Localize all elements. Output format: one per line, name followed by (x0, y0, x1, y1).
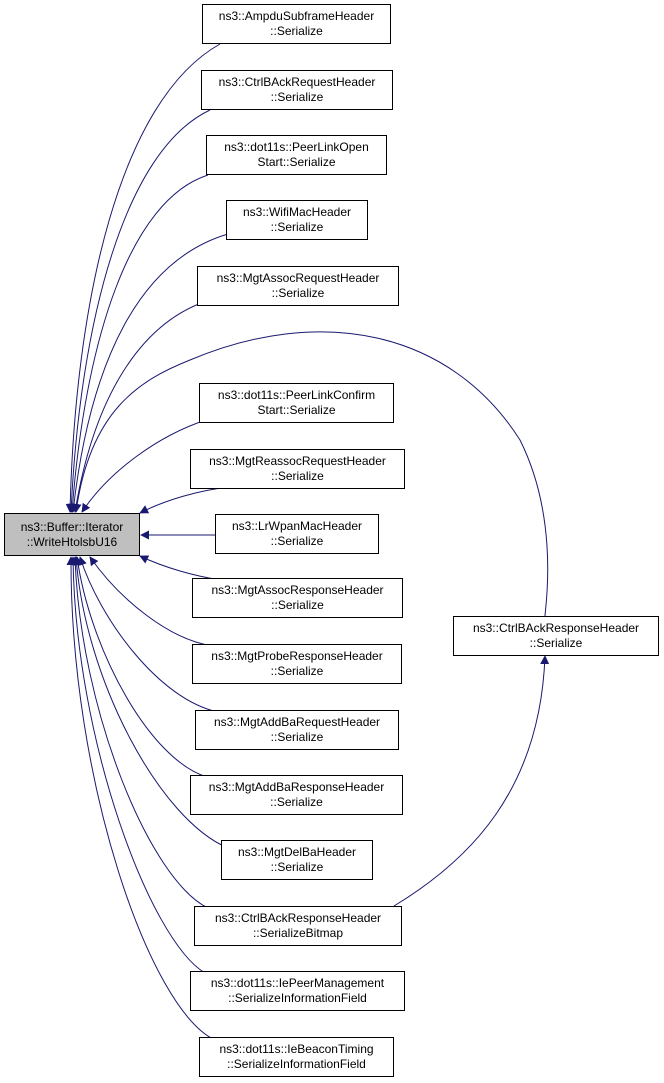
caller-node-line2: ::SerializeInformationField (228, 991, 367, 1005)
caller-node-line2: ::Serialize (271, 286, 325, 300)
edge-serialize-bitmap (70, 556, 209, 909)
edge-peer-link-open (68, 174, 209, 513)
caller-node-ie-beacon-timing-serialize-information-field[interactable]: ns3::dot11s::IeBeaconTiming ::SerializeI… (199, 1037, 394, 1077)
edge-ampdu-subframe (65, 43, 221, 513)
caller-node-line1: ns3::dot11s::IeBeaconTiming (219, 1042, 374, 1056)
edge-ie-beacon-timing (66, 556, 216, 1041)
caller-node-mgt-assoc-request-header-serialize[interactable]: ns3::MgtAssocRequestHeader ::Serialize (197, 266, 399, 306)
edge-mgt-reassoc-request (139, 486, 231, 514)
caller-node-line2: Start::Serialize (257, 403, 336, 417)
caller-node-line2: ::Serialize (270, 730, 324, 744)
caller-node-wifi-mac-header-serialize[interactable]: ns3::WifiMacHeader ::Serialize (226, 200, 368, 240)
caller-node-line1: ns3::LrWpanMacHeader (231, 519, 363, 533)
caller-node-line2: ::Serialize (270, 795, 323, 809)
edge-response-to-bitmap (393, 655, 550, 907)
edge-mgt-add-ba-request (78, 556, 219, 713)
caller-node-line2: ::Serialize (270, 534, 324, 548)
caller-node-line1: ns3::CtrlBAckRequestHeader (218, 75, 376, 89)
edge-peer-link-confirm (81, 419, 207, 513)
root-node-line1: ns3::Buffer::Iterator (20, 519, 124, 534)
caller-node-ctrl-back-request-header-serialize[interactable]: ns3::CtrlBAckRequestHeader ::Serialize (201, 70, 393, 110)
edge-mgt-assoc-request (71, 299, 211, 513)
caller-node-mgt-add-ba-request-header-serialize[interactable]: ns3::MgtAddBaRequestHeader ::Serialize (195, 710, 399, 750)
caller-node-line1: ns3::CtrlBAckResponseHeader (214, 911, 382, 925)
caller-node-line1: ns3::AmpduSubframeHeader (218, 9, 375, 23)
caller-node-line1: ns3::WifiMacHeader (242, 205, 352, 219)
caller-node-line2: ::Serialize (270, 220, 324, 234)
caller-node-ie-peer-management-serialize-information-field[interactable]: ns3::dot11s::IePeerManagement ::Serializ… (190, 971, 405, 1011)
edge-mgt-probe-response (89, 556, 214, 647)
caller-node-line2: ::Serialize (270, 24, 323, 38)
caller-node-line2: Start::Serialize (257, 155, 336, 169)
root-node-line2: ::WriteHtolsbU16 (26, 534, 118, 549)
caller-node-line1: ns3::dot11s::IePeerManagement (210, 976, 385, 990)
caller-node-line1: ns3::MgtAssocRequestHeader (216, 271, 380, 285)
caller-node-line1: ns3::MgtAddBaResponseHeader (208, 780, 385, 794)
caller-node-mgt-probe-response-header-serialize[interactable]: ns3::MgtProbeResponseHeader ::Serialize (192, 644, 402, 684)
edge-ctrl-back-request (66, 109, 211, 513)
caller-node-line1: ns3::MgtDelBaHeader (237, 845, 357, 859)
caller-node-line1: ns3::dot11s::PeerLinkConfirm (217, 388, 376, 402)
caller-node-line2: ::Serialize (271, 469, 324, 483)
edge-wifi-mac-header (69, 233, 229, 513)
caller-node-ctrl-back-response-header-serialize-bitmap[interactable]: ns3::CtrlBAckResponseHeader ::SerializeB… (194, 906, 402, 946)
caller-node-line2: ::Serialize (270, 860, 324, 874)
caller-node-line1: ns3::MgtAddBaRequestHeader (213, 715, 381, 729)
root-node-write-htolsb-u16: ns3::Buffer::Iterator ::WriteHtolsbU16 (4, 513, 140, 556)
caller-node-mgt-add-ba-response-header-serialize[interactable]: ns3::MgtAddBaResponseHeader ::Serialize (190, 775, 403, 815)
edge-response-serialize (72, 331, 549, 617)
caller-node-line1: ns3::MgtProbeResponseHeader (211, 649, 383, 663)
caller-node-mgt-reassoc-request-header-serialize[interactable]: ns3::MgtReassocRequestHeader ::Serialize (190, 449, 405, 489)
caller-node-mgt-del-ba-header-serialize[interactable]: ns3::MgtDelBaHeader ::Serialize (221, 840, 373, 880)
secondary-caller-node-line1: ns3::CtrlBAckResponseHeader (472, 621, 640, 635)
secondary-caller-node-ctrl-back-response-header-serialize[interactable]: ns3::CtrlBAckResponseHeader ::Serialize (453, 616, 659, 656)
caller-node-line1: ns3::MgtAssocResponseHeader (211, 583, 384, 597)
caller-node-mgt-assoc-response-header-serialize[interactable]: ns3::MgtAssocResponseHeader ::Serialize (192, 578, 403, 618)
edge-mgt-del-ba-header (72, 556, 229, 849)
caller-node-line1: ns3::MgtReassocRequestHeader (209, 454, 386, 468)
caller-node-peer-link-confirm-start-serialize[interactable]: ns3::dot11s::PeerLinkConfirm Start::Seri… (199, 383, 394, 423)
edge-ie-peer-management (68, 556, 206, 974)
secondary-caller-node-line2: ::Serialize (529, 636, 583, 650)
caller-node-peer-link-open-start-serialize[interactable]: ns3::dot11s::PeerLinkOpen Start::Seriali… (206, 135, 387, 175)
caller-node-line2: ::SerializeInformationField (227, 1057, 366, 1071)
caller-node-ampdu-subframe-header-serialize[interactable]: ns3::AmpduSubframeHeader ::Serialize (202, 4, 391, 44)
edge-mgt-assoc-response (139, 555, 221, 581)
caller-node-line2: ::Serialize (271, 598, 324, 612)
caller-node-lr-wpan-mac-header-serialize[interactable]: ns3::LrWpanMacHeader ::Serialize (215, 514, 379, 554)
caller-node-line2: ::Serialize (270, 90, 324, 104)
caller-node-line2: ::SerializeBitmap (252, 926, 344, 940)
caller-node-line1: ns3::dot11s::PeerLinkOpen (224, 140, 369, 154)
caller-node-line2: ::Serialize (270, 664, 324, 678)
edge-mgt-add-ba-response (73, 556, 208, 778)
